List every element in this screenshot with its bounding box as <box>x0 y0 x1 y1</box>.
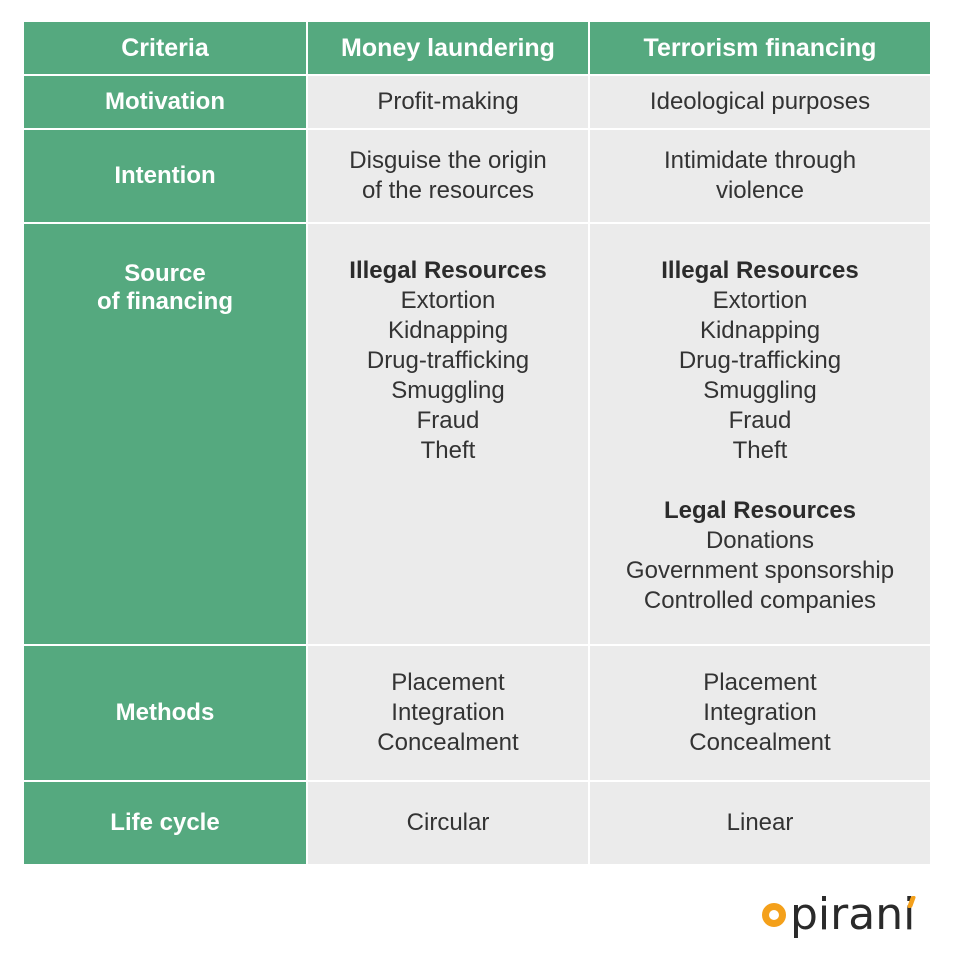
list-item: Placement <box>391 669 505 696</box>
tf-methods: Placement Integration Concealment <box>590 646 930 780</box>
list-item: Integration <box>391 699 505 726</box>
list-item: Kidnapping <box>387 317 509 344</box>
list-item: Controlled companies <box>643 587 877 614</box>
list-item: Fraud <box>416 407 480 434</box>
list-item: Placement <box>703 669 817 696</box>
list-item: Smuggling <box>703 377 817 404</box>
list-item: Concealment <box>377 729 519 756</box>
ml-motivation: Profit-making <box>308 76 588 128</box>
tf-legal-resources-title: Legal Resources <box>663 497 857 524</box>
list-item: Concealment <box>689 729 831 756</box>
list-item: Donations <box>705 527 815 554</box>
list-item: Fraud <box>728 407 792 434</box>
list-item: Kidnapping <box>699 317 821 344</box>
list-item: Extortion <box>400 287 496 314</box>
ml-motivation-text: Profit-making <box>377 88 519 115</box>
tf-intention-line-1: Intimidate through <box>663 147 857 174</box>
criterion-source-of-financing: Source of financing <box>24 224 306 644</box>
criterion-methods: Methods <box>24 646 306 780</box>
criterion-intention: Intention <box>24 130 306 222</box>
ml-illegal-resources-title: Illegal Resources <box>349 257 547 284</box>
criterion-motivation: Motivation <box>24 76 306 128</box>
list-item: Extortion <box>712 287 808 314</box>
logo-ring-icon <box>762 903 786 927</box>
tf-life-cycle: Linear <box>590 782 930 864</box>
list-item: Drug-trafficking <box>678 347 842 374</box>
ml-intention: Disguise the origin of the resources <box>308 130 588 222</box>
tf-motivation-text: Ideological purposes <box>649 88 871 115</box>
ml-intention-line-1: Disguise the origin <box>349 147 547 174</box>
tf-intention: Intimidate through violence <box>590 130 930 222</box>
ml-source-of-financing: Illegal Resources Extortion Kidnapping D… <box>308 224 588 644</box>
ml-intention-line-2: of the resources <box>361 177 535 204</box>
criterion-life-cycle: Life cycle <box>24 782 306 864</box>
ml-life-cycle-text: Circular <box>406 809 490 836</box>
logo-text: pirani <box>790 889 916 940</box>
tf-source-of-financing: Illegal Resources Extortion Kidnapping D… <box>590 224 930 644</box>
tf-intention-line-2: violence <box>715 177 805 204</box>
criterion-source-line-2: of financing <box>97 288 233 315</box>
comparison-table: Criteria Money laundering Terrorism fina… <box>24 22 930 864</box>
ml-methods: Placement Integration Concealment <box>308 646 588 780</box>
tf-motivation: Ideological purposes <box>590 76 930 128</box>
list-item: Theft <box>420 437 476 464</box>
criterion-source-line-1: Source <box>124 260 206 287</box>
header-terrorism-financing: Terrorism financing <box>590 22 930 74</box>
pirani-logo: pirani <box>762 888 932 942</box>
list-item: Government sponsorship <box>625 557 895 584</box>
list-item: Theft <box>732 437 788 464</box>
ml-life-cycle: Circular <box>308 782 588 864</box>
header-money-laundering: Money laundering <box>308 22 588 74</box>
list-item: Integration <box>703 699 817 726</box>
header-criteria: Criteria <box>24 22 306 74</box>
logo-wordmark: pirani <box>790 893 917 937</box>
tf-illegal-resources-title: Illegal Resources <box>661 257 859 284</box>
tf-life-cycle-text: Linear <box>726 809 794 836</box>
list-item: Drug-trafficking <box>366 347 530 374</box>
list-item: Smuggling <box>391 377 505 404</box>
